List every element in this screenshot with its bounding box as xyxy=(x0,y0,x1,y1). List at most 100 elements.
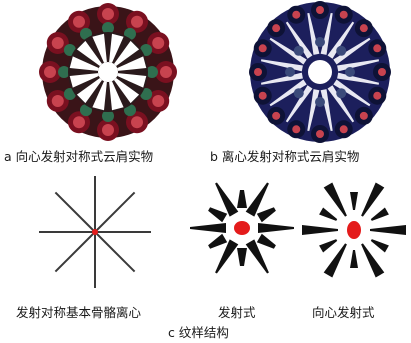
cloud-shoulder-a-illustration xyxy=(39,3,177,141)
inner-ornament xyxy=(293,45,304,56)
skeleton-spoke xyxy=(94,191,136,233)
white-slit xyxy=(117,73,147,88)
light-gap xyxy=(333,37,371,65)
petal-inner xyxy=(152,95,165,107)
skeleton-spoke xyxy=(94,231,136,273)
light-gap xyxy=(333,79,371,107)
center-dot xyxy=(234,221,250,235)
white-slit xyxy=(69,56,99,71)
petal-inner xyxy=(51,95,64,107)
white-slit xyxy=(109,81,124,111)
curl-accent xyxy=(258,91,267,100)
radiating-pattern-svg xyxy=(190,182,294,274)
centripetal-wedge-short xyxy=(370,207,389,221)
light-gap xyxy=(327,21,355,59)
centripetal-wedge xyxy=(361,243,385,278)
centripetal-wedge-short xyxy=(319,239,338,253)
radiating-wedge-short xyxy=(237,190,247,208)
petal-inner xyxy=(44,66,56,78)
radiating-wedge-short xyxy=(208,207,228,223)
neck-opening xyxy=(98,62,118,82)
light-gap xyxy=(269,79,307,107)
curl-accent xyxy=(339,125,348,134)
curl-accent xyxy=(373,91,382,100)
photo-b-centrifugal-cloud-shoulder xyxy=(236,0,404,144)
center-dot xyxy=(92,229,98,235)
petal-inner xyxy=(73,15,85,28)
curl-accent xyxy=(373,44,382,53)
radiating-wedge xyxy=(190,223,226,233)
petal-inner xyxy=(51,37,64,49)
white-slit xyxy=(114,78,140,104)
centripetal-wedge xyxy=(323,182,347,217)
curl-accent xyxy=(359,111,368,120)
diagram-radial-skeleton xyxy=(20,172,170,292)
curl-accent xyxy=(359,24,368,33)
petal-inner xyxy=(73,116,85,129)
light-gap xyxy=(269,37,307,65)
radiating-wedge xyxy=(215,182,239,217)
centripetal-wedge xyxy=(370,225,406,235)
centripetal-pattern-svg xyxy=(302,182,406,278)
center-dot xyxy=(347,221,361,239)
inner-ornament xyxy=(315,37,325,47)
inner-ornament xyxy=(315,97,325,107)
cloud-shoulder-b-illustration xyxy=(249,1,391,143)
radiating-wedge-short xyxy=(256,233,276,249)
diagram-radiating-pattern xyxy=(182,172,302,292)
green-leaf xyxy=(58,66,70,78)
radiating-wedge-short xyxy=(237,248,247,266)
light-gap xyxy=(285,21,313,59)
white-slit xyxy=(69,73,99,88)
green-leaf xyxy=(146,66,158,78)
diagram-centripetal-pattern xyxy=(298,172,410,292)
inner-ornament xyxy=(336,45,347,56)
white-slit xyxy=(109,33,124,63)
caption-c: c 纹样结构 xyxy=(168,325,229,340)
petal-inner xyxy=(131,15,143,28)
inner-ornament xyxy=(293,88,304,99)
caption-c3: 向心发射式 xyxy=(312,305,375,320)
white-slit xyxy=(114,40,140,66)
curl-accent xyxy=(316,6,324,14)
centripetal-wedge-short xyxy=(350,250,358,268)
curl-accent xyxy=(272,24,281,33)
curl-accent xyxy=(378,68,386,76)
curl-accent xyxy=(272,111,281,120)
petal-inner xyxy=(102,124,114,136)
curl-accent xyxy=(316,130,324,138)
petal-inner xyxy=(102,8,114,20)
petal-inner xyxy=(131,116,143,129)
white-slit xyxy=(76,40,102,66)
curl-accent xyxy=(254,68,262,76)
light-gap xyxy=(327,85,355,123)
white-slit xyxy=(92,33,107,63)
white-slit xyxy=(92,81,107,111)
caption-a: a 向心发射对称式云肩实物 xyxy=(4,149,154,164)
skeleton-spoke xyxy=(54,231,96,273)
radiating-wedge xyxy=(245,239,269,274)
centripetal-wedge-short xyxy=(319,207,338,221)
radial-skeleton-svg xyxy=(39,176,151,288)
photo-a-centripetal-cloud-shoulder xyxy=(18,2,198,142)
petal-inner xyxy=(152,37,165,49)
inner-ornament xyxy=(285,67,295,77)
inner-ornament xyxy=(345,67,355,77)
radiating-wedge xyxy=(215,239,239,274)
light-gap xyxy=(285,85,313,123)
curl-accent xyxy=(339,10,348,19)
radiating-wedge-short xyxy=(208,233,228,249)
centripetal-wedge-short xyxy=(350,192,358,210)
centripetal-wedge xyxy=(361,182,385,217)
inner-ornament xyxy=(336,88,347,99)
curl-accent xyxy=(258,44,267,53)
radiating-wedge xyxy=(245,182,269,217)
white-slit xyxy=(76,78,102,104)
curl-accent xyxy=(292,10,301,19)
green-leaf xyxy=(102,110,114,122)
centripetal-wedge xyxy=(302,225,338,235)
centripetal-wedge-short xyxy=(370,239,389,253)
radiating-wedge-short xyxy=(256,207,276,223)
neck-opening xyxy=(308,60,332,84)
caption-c2: 发射式 xyxy=(218,305,256,320)
